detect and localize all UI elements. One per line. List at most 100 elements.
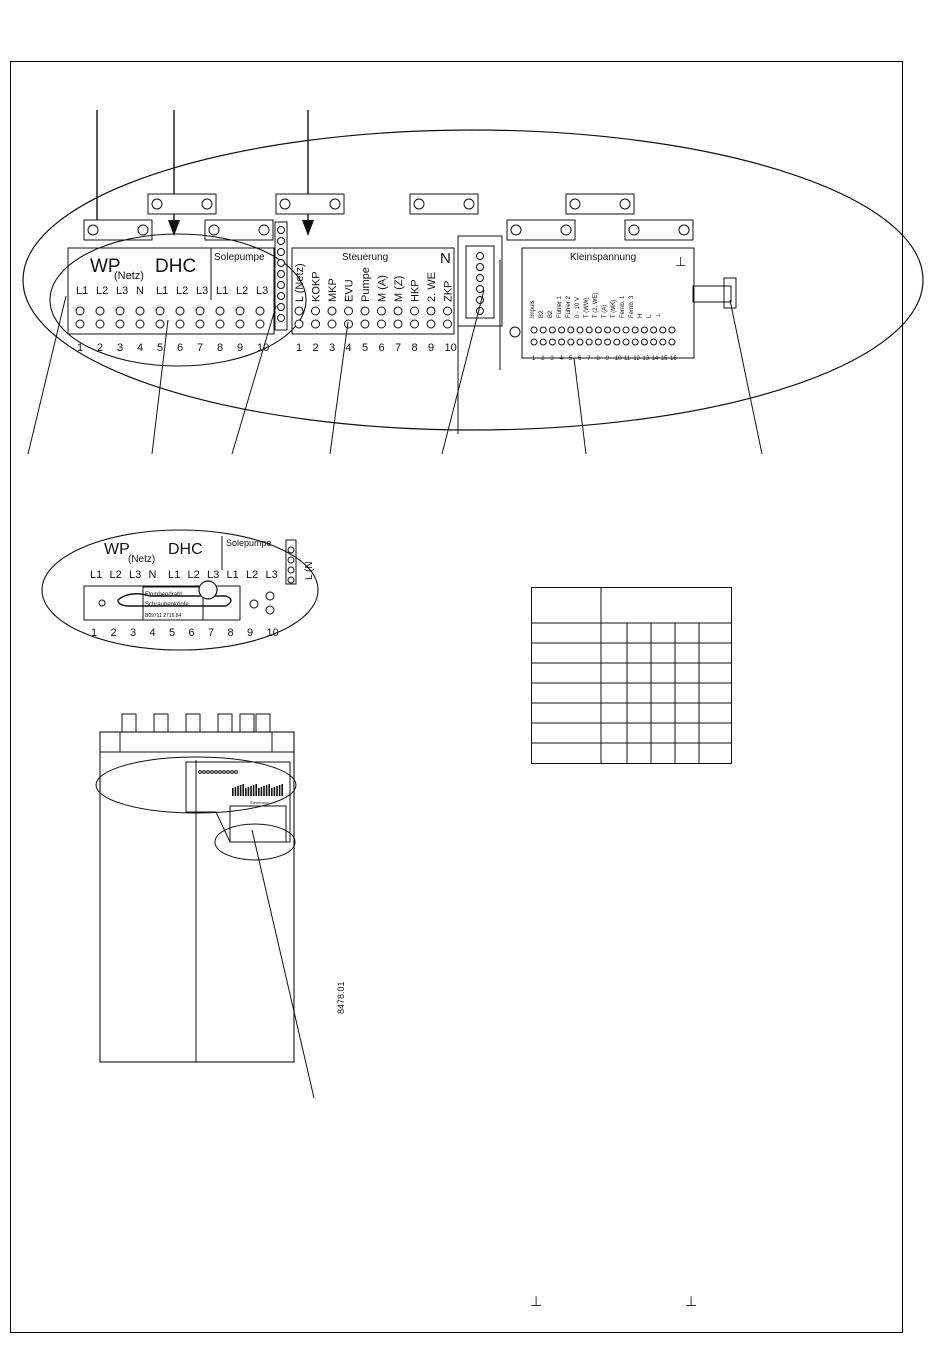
lowvolt-terminal-number: 10 — [615, 356, 622, 362]
screw-terminal — [622, 338, 630, 346]
board-pin — [271, 788, 273, 796]
control-terminal-number: 6 — [379, 342, 385, 354]
board-terminal — [234, 770, 238, 774]
power-terminal-label: L1 — [156, 285, 168, 297]
board-terminal — [230, 770, 234, 774]
board-terminal — [198, 770, 202, 774]
screw-terminal — [195, 319, 205, 329]
lowvolt-terminal-label: B2 — [548, 310, 554, 318]
screw-terminal — [640, 338, 648, 346]
screw-terminal — [327, 319, 337, 329]
board-pin — [276, 786, 278, 796]
screw-terminal — [650, 338, 658, 346]
detail-terminal-number: 6 — [189, 627, 195, 639]
lowvolt-terminal-number: 13 — [642, 356, 649, 362]
unit-board-label: Steuerung — [250, 800, 268, 805]
board-pin — [237, 786, 239, 796]
screw-terminal — [585, 326, 593, 334]
detail-terminal-number: 9 — [247, 627, 253, 639]
solepumpe-label: Solepumpe — [214, 252, 265, 263]
relay-terminal — [476, 274, 484, 282]
board-pin — [281, 784, 283, 796]
screw-terminal — [115, 319, 125, 329]
relay-terminal — [476, 285, 484, 293]
board-pin — [268, 784, 270, 796]
screw-terminal — [613, 326, 621, 334]
strip-terminal — [277, 270, 285, 278]
power-terminal-block — [67, 247, 275, 335]
control-terminal-block — [291, 247, 455, 335]
screw-terminal — [539, 326, 547, 334]
detail-terminal-label: L3 — [207, 569, 219, 581]
screw-terminal — [558, 326, 566, 334]
bridge-text-1: Flombendraht — [145, 592, 182, 598]
lowvolt-terminal-number: 9 — [606, 356, 610, 362]
lowvolt-terminal-number: 1 — [532, 356, 536, 362]
strip-terminal — [277, 248, 285, 256]
bridge-plate — [83, 580, 241, 621]
board-pin — [239, 785, 242, 796]
screw-terminal — [195, 306, 205, 316]
lowvolt-terminal-label: L — [647, 314, 653, 318]
power-terminal-number: 7 — [197, 342, 203, 354]
screw-terminal — [311, 306, 320, 316]
lowvolt-terminal-number: 12 — [633, 356, 640, 362]
detail-terminal-number: 4 — [150, 627, 156, 639]
relay-module — [457, 235, 503, 434]
control-terminal-label: ZKP — [443, 281, 455, 302]
lowvolt-terminal-label: ⊥ — [655, 313, 662, 318]
steuerung-label: Steuerung — [342, 252, 388, 263]
strip-terminal — [277, 303, 285, 311]
screw-terminal — [360, 306, 370, 316]
cable-clamps — [83, 193, 694, 241]
screw-terminal — [410, 306, 419, 316]
lowvolt-terminal-label: Fühler 2 — [566, 295, 572, 318]
lowvolt-terminal-number: 6 — [578, 356, 582, 362]
control-terminal-number: 8 — [412, 342, 418, 354]
detail-terminal-label: L1 — [90, 569, 102, 581]
board-terminal — [214, 770, 218, 774]
detail-solepumpe-label: Solepumpe — [226, 538, 272, 548]
board-pin — [265, 785, 268, 796]
lowvolt-terminal-number: 2 — [541, 356, 545, 362]
screw-terminal — [548, 338, 556, 346]
screw-terminal — [631, 338, 639, 346]
screw-terminal — [135, 306, 145, 316]
screw-terminal — [393, 319, 403, 329]
lowvolt-terminal-block — [521, 247, 695, 359]
board-pin — [245, 788, 247, 796]
board-pin — [242, 784, 244, 796]
control-terminal-label: EVU — [344, 279, 356, 302]
screw-terminal — [294, 306, 304, 316]
n-label: N — [440, 250, 451, 267]
detail-terminal-number: 1 — [91, 627, 97, 639]
power-terminal-label: L1 — [76, 285, 88, 297]
footer-ground-2: ⊥ — [685, 1293, 697, 1309]
power-terminal-number: 1 — [77, 342, 83, 354]
board-pin — [260, 787, 263, 796]
power-terminal-number: 2 — [97, 342, 103, 354]
screw-terminal — [235, 306, 245, 316]
screw-terminal — [640, 326, 648, 334]
top-detail-ellipse — [22, 129, 924, 431]
screw-terminal — [585, 338, 593, 346]
screw-terminal — [344, 306, 353, 316]
screw-terminal — [548, 326, 556, 334]
strip-terminal — [277, 314, 285, 322]
board-pin — [247, 787, 250, 796]
power-terminal-label: L1 — [216, 285, 228, 297]
screw-terminal — [155, 306, 165, 316]
screw-terminal — [604, 326, 612, 334]
lowvolt-terminal-label: T (MK) — [611, 300, 617, 318]
screw-terminal — [410, 319, 419, 329]
detail-side-strip — [285, 539, 297, 585]
footer-ground-1: ⊥ — [530, 1293, 542, 1309]
control-terminal-label: M (A) — [377, 275, 389, 302]
screw-terminal — [443, 319, 452, 329]
detail-terminal-number: 2 — [111, 627, 117, 639]
board-pin — [252, 785, 255, 796]
bridge-text-2: Schraubenköpfe — [145, 602, 189, 608]
lowvolt-terminal-number: 14 — [652, 356, 659, 362]
